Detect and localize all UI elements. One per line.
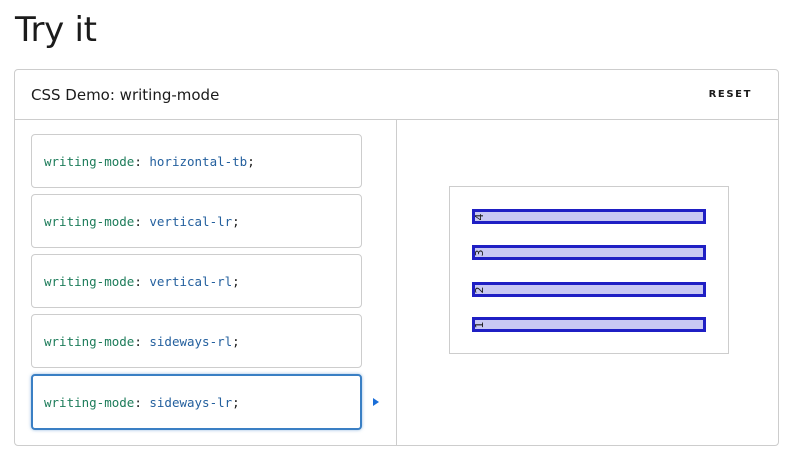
- demo-header: CSS Demo: writing-mode RESET: [15, 70, 778, 120]
- css-property: writing-mode: [44, 273, 135, 289]
- example-choice-sideways-lr[interactable]: writing-mode: sideways-lr;: [31, 374, 379, 430]
- output-item-label: 1: [473, 321, 486, 328]
- css-value: vertical-lr: [149, 213, 233, 229]
- interactive-demo: CSS Demo: writing-mode RESET writing-mod…: [14, 69, 779, 446]
- output-item-label: 3: [473, 249, 486, 256]
- example-code: writing-mode: vertical-lr;: [44, 213, 240, 229]
- reset-button[interactable]: RESET: [708, 89, 752, 100]
- output-item-bar: 1: [472, 317, 706, 332]
- example-code: writing-mode: sideways-rl;: [44, 333, 240, 349]
- css-value: horizontal-tb: [149, 153, 248, 169]
- example-code: writing-mode: vertical-rl;: [44, 273, 240, 289]
- output-preview: 4 3 2 1: [449, 186, 729, 354]
- example-choice-sideways-rl[interactable]: writing-mode: sideways-rl;: [31, 314, 362, 368]
- example-choice-horizontal-tb[interactable]: writing-mode: horizontal-tb;: [31, 134, 362, 188]
- example-code: writing-mode: sideways-lr;: [44, 394, 240, 410]
- css-value: vertical-rl: [149, 273, 233, 289]
- output-item-bar: 2: [472, 282, 706, 297]
- example-choices: writing-mode: horizontal-tb; writing-mod…: [31, 134, 379, 436]
- output-item-bar: 3: [472, 245, 706, 260]
- css-property: writing-mode: [44, 333, 135, 349]
- page-title: Try it: [15, 10, 97, 50]
- example-choice-vertical-lr[interactable]: writing-mode: vertical-lr;: [31, 194, 362, 248]
- css-value: sideways-lr: [149, 394, 233, 410]
- example-code: writing-mode: horizontal-tb;: [44, 153, 255, 169]
- output-item-label: 2: [473, 286, 486, 293]
- demo-title: CSS Demo: writing-mode: [31, 85, 220, 104]
- output-item-bar: 4: [472, 209, 706, 224]
- css-property: writing-mode: [44, 153, 135, 169]
- css-property: writing-mode: [44, 213, 135, 229]
- example-choice-vertical-rl[interactable]: writing-mode: vertical-rl;: [31, 254, 362, 308]
- panel-divider: [396, 120, 397, 445]
- demo-body: writing-mode: horizontal-tb; writing-mod…: [15, 120, 778, 445]
- css-property: writing-mode: [44, 394, 135, 410]
- play-triangle-icon: [373, 398, 379, 406]
- css-value: sideways-rl: [149, 333, 233, 349]
- output-item-label: 4: [473, 213, 486, 220]
